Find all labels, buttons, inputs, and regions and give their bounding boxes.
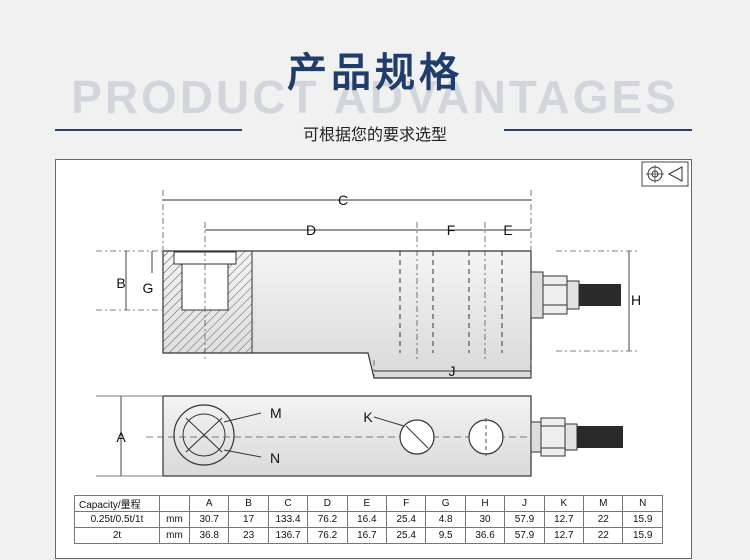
- table-header-cell: Capacity/量程: [74, 495, 160, 512]
- table-header-cell: G: [425, 495, 466, 512]
- dim-label-d: D: [306, 222, 316, 238]
- table-cell: 36.6: [464, 527, 506, 544]
- dim-label-j: J: [449, 363, 456, 379]
- table-cell: 30: [464, 511, 506, 528]
- table-cell: 36.8: [188, 527, 230, 544]
- table-cell: 25.4: [386, 527, 427, 544]
- table-cell: 12.7: [543, 527, 585, 544]
- dim-label-b: B: [116, 275, 125, 291]
- table-cell: 9.5: [425, 527, 466, 544]
- table-cell: 76.2: [307, 527, 348, 544]
- table-cell: 15.9: [622, 511, 663, 528]
- table-cell: 15.9: [622, 527, 663, 544]
- page-title: 产品规格: [287, 50, 463, 96]
- dim-label-h: H: [631, 292, 641, 308]
- table-cell: 133.4: [267, 511, 309, 528]
- table-cell: 0.25t/0.5t/1t: [74, 511, 160, 528]
- table-header-cell: J: [504, 495, 545, 512]
- first-angle-projection-icon: [641, 161, 689, 187]
- dim-label-g: G: [143, 280, 154, 296]
- table-cell: 136.7: [267, 527, 309, 544]
- dim-label-f: F: [447, 222, 456, 238]
- table-header-cell: K: [543, 495, 585, 512]
- table-cell: mm: [159, 511, 190, 528]
- table-cell: 76.2: [307, 511, 348, 528]
- table-cell: 23: [228, 527, 269, 544]
- table-cell: 22: [583, 511, 624, 528]
- table-cell: 22: [583, 527, 624, 544]
- table-cell: 4.8: [425, 511, 466, 528]
- page-subtitle: 可根据您的要求选型: [302, 125, 447, 144]
- dim-label-m: M: [270, 405, 282, 421]
- table-cell: 57.9: [504, 527, 545, 544]
- dim-label-a: A: [116, 429, 126, 445]
- table-header-cell: [159, 495, 190, 512]
- table-cell: 16.4: [346, 511, 388, 528]
- top-view: [96, 395, 623, 477]
- dim-label-n: N: [270, 450, 280, 466]
- table-header-cell: M: [583, 495, 624, 512]
- dim-label-e: E: [503, 222, 512, 238]
- table-header-cell: N: [622, 495, 663, 512]
- table-cell: 57.9: [504, 511, 545, 528]
- table-header-cell: B: [228, 495, 269, 512]
- table-header-cell: F: [386, 495, 427, 512]
- side-view: [162, 250, 621, 379]
- table-header-cell: E: [346, 495, 388, 512]
- table-cell: 2t: [74, 527, 160, 544]
- background-heading-text: PRODUCT ADVANTAGES: [71, 71, 679, 123]
- table-cell: 12.7: [543, 511, 585, 528]
- table-header-cell: C: [267, 495, 309, 512]
- table-cell: mm: [159, 527, 190, 544]
- table-cell: 17: [228, 511, 269, 528]
- table-cell: 16.7: [346, 527, 388, 544]
- table-cell: 30.7: [188, 511, 230, 528]
- table-cell: 25.4: [386, 511, 427, 528]
- dim-label-k: K: [363, 409, 373, 425]
- technical-drawing-sheet: C D F E B G H J: [55, 159, 692, 559]
- load-cell-drawing: C D F E B G H J: [96, 161, 689, 477]
- table-header-cell: D: [307, 495, 348, 512]
- table-header-cell: A: [188, 495, 230, 512]
- left-divider: [55, 129, 242, 131]
- table-header-cell: H: [464, 495, 506, 512]
- right-divider: [504, 129, 692, 131]
- dim-label-c: C: [338, 192, 348, 208]
